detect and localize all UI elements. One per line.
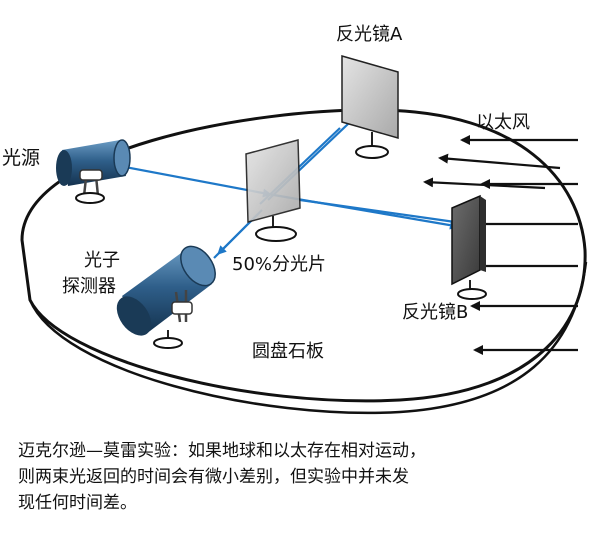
label-detector-line1: 光子	[84, 250, 120, 271]
label-beam-splitter: 50%分光片	[232, 254, 326, 275]
caption-line-1: 迈克尔逊—莫雷实验：如果地球和以太存在相对运动，	[18, 441, 426, 461]
label-ether-wind: 以太风	[476, 112, 530, 133]
photon-detector	[116, 245, 216, 349]
caption: 迈克尔逊—莫雷实验：如果地球和以太存在相对运动， 则两束光返回的时间会有微小差别…	[18, 438, 588, 516]
label-light-source: 光源	[2, 147, 40, 169]
beam-splitter	[245, 139, 301, 242]
label-mirror-a: 反光镜A	[336, 24, 403, 45]
label-detector-line2: 探测器	[62, 276, 116, 297]
mirror-b	[451, 194, 487, 300]
mirror-a	[341, 55, 399, 159]
ether-wind-arrows	[423, 135, 578, 355]
light-source	[56, 139, 131, 204]
caption-line-3: 现任何时间差。	[18, 493, 137, 513]
caption-line-2: 则两束光返回的时间会有微小差别，但实验中并未发	[18, 467, 409, 487]
label-mirror-b: 反光镜B	[402, 302, 468, 323]
label-stone-disc: 圆盘石板	[252, 341, 324, 362]
